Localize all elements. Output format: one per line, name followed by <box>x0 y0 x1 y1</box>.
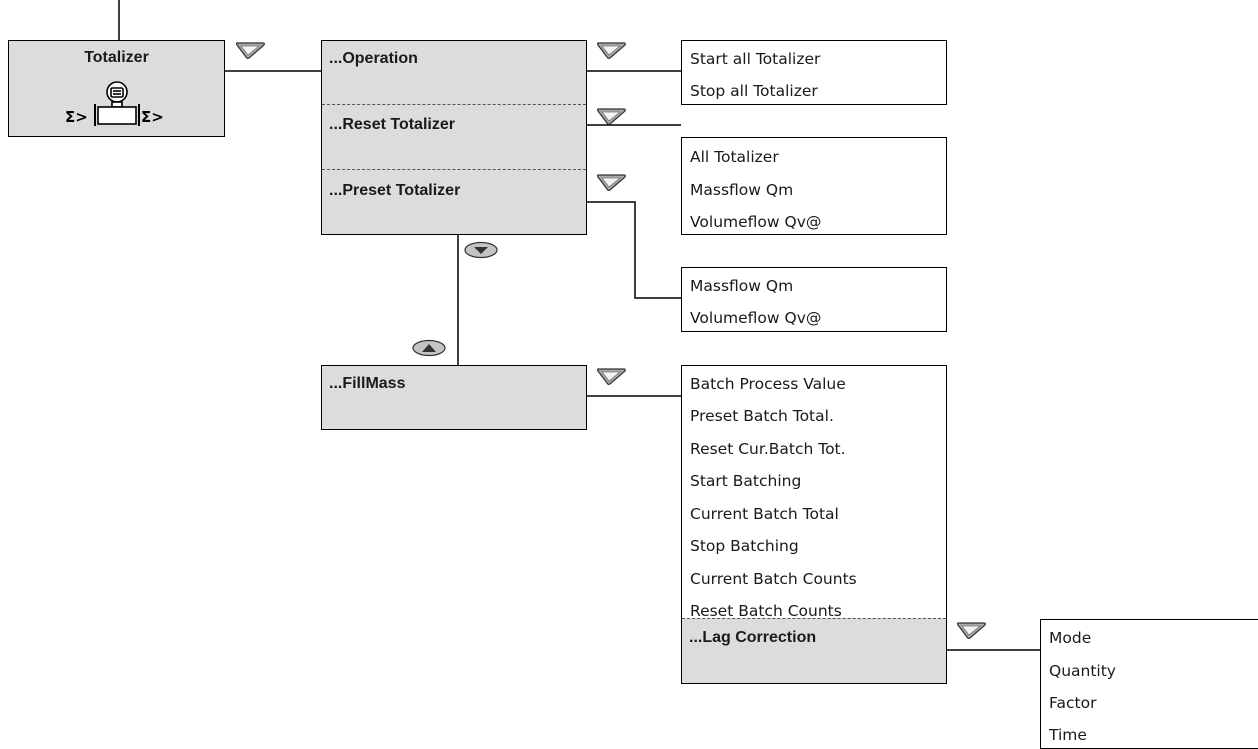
menu-operation[interactable]: ...Operation <box>329 50 418 67</box>
list-item[interactable]: Volumeflow Qv@ <box>690 309 822 327</box>
enter-key-icon[interactable] <box>596 172 628 194</box>
svg-text:Σ>: Σ> <box>65 108 88 126</box>
enter-key-icon[interactable] <box>596 106 628 128</box>
list-item[interactable]: Massflow Qm <box>690 181 794 199</box>
up-arrow-key-icon[interactable] <box>411 338 449 358</box>
down-arrow-key-icon[interactable] <box>463 240 501 260</box>
svg-text:Σ>: Σ> <box>141 108 164 126</box>
list-item[interactable]: Volumeflow Qv@ <box>690 213 822 231</box>
menu-preset-totalizer[interactable]: ...Preset Totalizer <box>329 182 461 199</box>
list-item[interactable]: Factor <box>1049 694 1097 712</box>
list-item[interactable]: Reset Cur.Batch Tot. <box>690 440 846 458</box>
preset-submenu: Massflow Qm Volumeflow Qv@ <box>681 267 947 332</box>
menu-reset-totalizer[interactable]: ...Reset Totalizer <box>329 116 455 133</box>
list-item[interactable]: Time <box>1049 726 1087 744</box>
reset-submenu: All Totalizer Massflow Qm Volumeflow Qv@ <box>681 137 947 235</box>
enter-key-icon[interactable] <box>596 40 628 62</box>
fillmass-box[interactable]: ...FillMass <box>321 365 587 430</box>
totalizer-menu: ...Operation ...Reset Totalizer ...Prese… <box>321 40 587 235</box>
divider <box>322 104 586 105</box>
list-item[interactable]: Start all Totalizer <box>690 50 821 68</box>
lag-correction-title: ...Lag Correction <box>689 629 817 646</box>
lag-correction-submenu: Mode Quantity Factor Time <box>1040 619 1258 749</box>
lag-correction-item[interactable]: ...Lag Correction <box>682 618 946 683</box>
operation-submenu: Start all Totalizer Stop all Totalizer <box>681 40 947 105</box>
divider <box>322 169 586 170</box>
list-item[interactable]: Quantity <box>1049 662 1116 680</box>
list-item[interactable]: Reset Batch Counts <box>690 602 842 620</box>
enter-key-icon[interactable] <box>235 40 267 62</box>
list-item[interactable]: Start Batching <box>690 472 802 490</box>
list-item[interactable]: Current Batch Total <box>690 505 839 523</box>
flowmeter-sigma-icon: Σ> Σ> <box>65 81 164 126</box>
list-item[interactable]: All Totalizer <box>690 148 779 166</box>
list-item[interactable]: Batch Process Value <box>690 375 846 393</box>
enter-key-icon[interactable] <box>956 620 988 642</box>
fillmass-submenu: Batch Process Value Preset Batch Total. … <box>681 365 947 684</box>
list-item[interactable]: Massflow Qm <box>690 277 794 295</box>
list-item[interactable]: Current Batch Counts <box>690 570 857 588</box>
list-item[interactable]: Preset Batch Total. <box>690 407 834 425</box>
list-item[interactable]: Mode <box>1049 629 1092 647</box>
totalizer-box[interactable]: Totalizer Σ> Σ> <box>8 40 225 137</box>
list-item[interactable]: Stop Batching <box>690 537 799 555</box>
fillmass-title: ...FillMass <box>329 375 406 392</box>
enter-key-icon[interactable] <box>596 366 628 388</box>
list-item[interactable]: Stop all Totalizer <box>690 82 818 100</box>
totalizer-title: Totalizer <box>84 49 149 66</box>
